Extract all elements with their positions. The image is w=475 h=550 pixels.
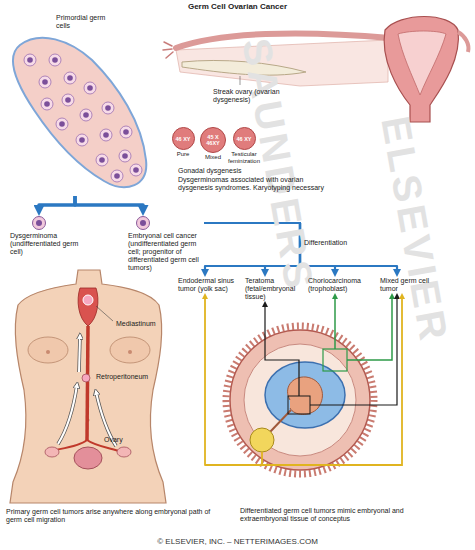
cell-nucleus bbox=[36, 220, 42, 226]
cell-node: Embryonal cell cancer (undifferentiated … bbox=[128, 216, 204, 272]
connector-arrow bbox=[204, 223, 397, 271]
karyotype-text: 46 XY bbox=[176, 136, 191, 142]
karyotype-caption: Mixed bbox=[198, 154, 228, 161]
karyotype-text: 45 X 46XY bbox=[204, 134, 222, 146]
conceptus-node: Differentiated germ cell tumors mimic em… bbox=[222, 322, 440, 523]
node-text: Differentiated germ cell tumors mimic em… bbox=[240, 507, 438, 523]
connector-arrow bbox=[75, 196, 143, 208]
tissue-node: Primordial germ cells bbox=[8, 8, 150, 196]
node-text: Dysgerminoma (undifferentiated germ cell… bbox=[10, 232, 82, 256]
tumor-label-box: Mixed germ cell tumor bbox=[380, 277, 432, 293]
connector-arrow bbox=[204, 223, 300, 271]
copyright-line: © ELSEVIER, INC. – NETTERIMAGES.COM bbox=[0, 537, 475, 546]
connector-arrow bbox=[204, 223, 300, 271]
node-text: Mixed germ cell tumor bbox=[380, 277, 432, 293]
connector-bundle bbox=[392, 297, 402, 322]
node-text: Teratoma (fetal/embryonal tissue) bbox=[245, 277, 305, 301]
karyotype-node: 46 XY Pure bbox=[168, 127, 198, 158]
connector-arrow bbox=[39, 196, 75, 208]
karyotype-node: 46 XY Testicular feminization bbox=[223, 127, 265, 165]
connector-arrow bbox=[334, 297, 336, 322]
cell-nucleus bbox=[140, 220, 146, 226]
label-text: Ovary bbox=[104, 436, 134, 444]
node-text: Embryonal cell cancer (undifferentiated … bbox=[128, 232, 204, 272]
tumor-label-box: Teratoma (fetal/embryonal tissue) bbox=[245, 277, 305, 301]
connector-line bbox=[391, 297, 393, 322]
label-text: Gonadal dysgenesis bbox=[178, 167, 258, 175]
label-text: Streak ovary (ovarian dysgenesis) bbox=[213, 88, 291, 104]
connector-arrow bbox=[204, 223, 335, 271]
label-text: Retroperitoneum bbox=[96, 373, 154, 381]
label-text: Primary germ cell tumors arise anywhere … bbox=[6, 508, 211, 524]
label-text: Mediastinum bbox=[116, 320, 166, 328]
node-text: Primordial germ cells bbox=[56, 14, 116, 30]
karyotype-circle: 46 XY bbox=[233, 127, 256, 150]
conceptus-illustration bbox=[222, 322, 402, 474]
node-text: Choriocarcinoma (trophoblast) bbox=[308, 277, 376, 293]
label-text: Dysgerminomas associated with ovarian dy… bbox=[178, 176, 328, 192]
body-figure bbox=[10, 270, 166, 503]
connector-arrow bbox=[205, 297, 222, 465]
karyotype-node: 45 X 46XY Mixed bbox=[198, 127, 228, 161]
tumor-label-box: Choriocarcinoma (trophoblast) bbox=[308, 277, 376, 293]
watermark: ELSEVIER bbox=[373, 113, 456, 347]
karyotype-caption: Pure bbox=[168, 151, 198, 158]
primordial-tissue bbox=[13, 38, 146, 187]
connector-arrow bbox=[264, 305, 265, 322]
karyotype-circle: 46 XY bbox=[172, 127, 195, 150]
germ-cell bbox=[136, 216, 150, 230]
uterus-illustration bbox=[163, 17, 468, 123]
label-text: Differentiation bbox=[304, 239, 364, 247]
karyotype-caption: Testicular feminization bbox=[223, 151, 265, 165]
connector-line bbox=[396, 297, 397, 322]
karyotype-text: 46 XY bbox=[237, 136, 252, 142]
germ-cell bbox=[32, 216, 46, 230]
connector-line bbox=[401, 297, 403, 322]
node-text: Endodermal sinus tumor (yolk sac) bbox=[178, 277, 240, 293]
karyotype-circle: 45 X 46XY bbox=[200, 127, 226, 153]
cell-node: Dysgerminoma (undifferentiated germ cell… bbox=[10, 216, 82, 256]
tumor-label-box: Endodermal sinus tumor (yolk sac) bbox=[178, 277, 240, 293]
diagram-title: Germ Cell Ovarian Cancer bbox=[0, 2, 475, 11]
